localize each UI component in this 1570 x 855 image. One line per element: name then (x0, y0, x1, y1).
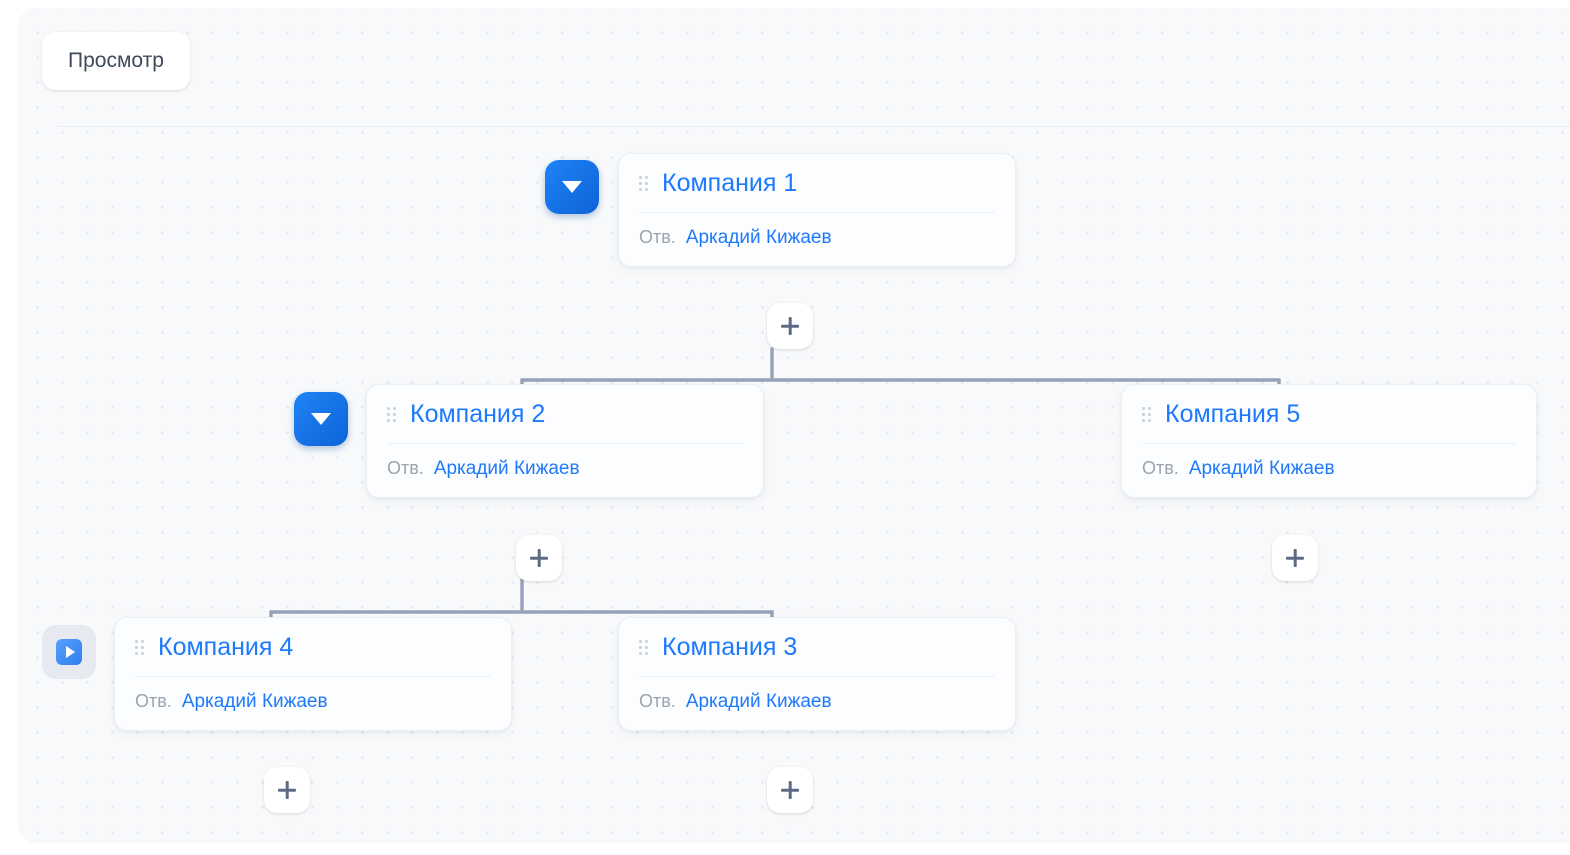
node-body: Отв. Аркадий Кижаев (115, 677, 511, 730)
node-card[interactable]: Компания 2 Отв. Аркадий Кижаев (366, 384, 764, 498)
node-body: Отв. Аркадий Кижаев (1122, 444, 1536, 497)
add-child-button-company-1[interactable] (767, 303, 813, 349)
add-child-button-company-4[interactable] (264, 767, 310, 813)
node-card[interactable]: Компания 1 Отв. Аркадий Кижаев (618, 153, 1016, 267)
responsible-name[interactable]: Аркадий Кижаев (433, 457, 580, 479)
responsible-label: Отв. (135, 690, 172, 711)
node-header: Компания 5 (1122, 385, 1536, 443)
node-body: Отв. Аркадий Кижаев (367, 444, 763, 497)
caret-down-icon (311, 413, 331, 425)
node-header: Компания 3 (619, 618, 1015, 676)
collapse-toggle-company-2[interactable] (294, 392, 348, 446)
node-company-4[interactable]: Компания 4 Отв. Аркадий Кижаев (114, 617, 512, 731)
node-title[interactable]: Компания 3 (662, 634, 798, 661)
responsible-name[interactable]: Аркадий Кижаев (1188, 457, 1335, 479)
node-header: Компания 4 (115, 618, 511, 676)
drag-dots-icon[interactable] (639, 640, 648, 656)
play-icon (56, 639, 82, 665)
node-body: Отв. Аркадий Кижаев (619, 213, 1015, 266)
responsible-label: Отв. (387, 457, 424, 478)
node-company-2[interactable]: Компания 2 Отв. Аркадий Кижаев (366, 384, 764, 498)
responsible-name[interactable]: Аркадий Кижаев (685, 690, 832, 712)
node-title[interactable]: Компания 1 (662, 170, 798, 197)
drag-dots-icon[interactable] (639, 176, 648, 192)
expand-toggle-company-4[interactable] (42, 625, 96, 679)
toolbar-divider (58, 126, 1570, 127)
node-divider (639, 675, 995, 677)
node-card[interactable]: Компания 4 Отв. Аркадий Кижаев (114, 617, 512, 731)
add-child-button-company-2[interactable] (516, 535, 562, 581)
node-title[interactable]: Компания 4 (158, 634, 294, 661)
responsible-name[interactable]: Аркадий Кижаев (685, 226, 832, 248)
node-title[interactable]: Компания 2 (410, 401, 546, 428)
add-child-button-company-5[interactable] (1272, 535, 1318, 581)
node-header: Компания 2 (367, 385, 763, 443)
drag-dots-icon[interactable] (1142, 407, 1151, 423)
caret-down-icon (562, 181, 582, 193)
node-card[interactable]: Компания 3 Отв. Аркадий Кижаев (618, 617, 1016, 731)
node-title[interactable]: Компания 5 (1165, 401, 1301, 428)
preview-button[interactable]: Просмотр (42, 32, 190, 90)
node-divider (639, 211, 995, 213)
responsible-label: Отв. (639, 690, 676, 711)
add-child-button-company-3[interactable] (767, 767, 813, 813)
node-header: Компания 1 (619, 154, 1015, 212)
node-divider (387, 442, 743, 444)
node-company-3[interactable]: Компания 3 Отв. Аркадий Кижаев (618, 617, 1016, 731)
drag-dots-icon[interactable] (387, 407, 396, 423)
drag-dots-icon[interactable] (135, 640, 144, 656)
responsible-label: Отв. (1142, 457, 1179, 478)
node-body: Отв. Аркадий Кижаев (619, 677, 1015, 730)
node-divider (1142, 442, 1516, 444)
node-company-1[interactable]: Компания 1 Отв. Аркадий Кижаев (618, 153, 1016, 267)
responsible-name[interactable]: Аркадий Кижаев (181, 690, 328, 712)
canvas-toolbar: Просмотр (42, 32, 190, 90)
collapse-toggle-company-1[interactable] (545, 160, 599, 214)
node-company-5[interactable]: Компания 5 Отв. Аркадий Кижаев (1121, 384, 1537, 498)
responsible-label: Отв. (639, 226, 676, 247)
node-card[interactable]: Компания 5 Отв. Аркадий Кижаев (1121, 384, 1537, 498)
org-chart-canvas[interactable]: Просмотр Компания 1 Отв. Аркадий Кижаев (18, 8, 1570, 843)
node-divider (135, 675, 491, 677)
